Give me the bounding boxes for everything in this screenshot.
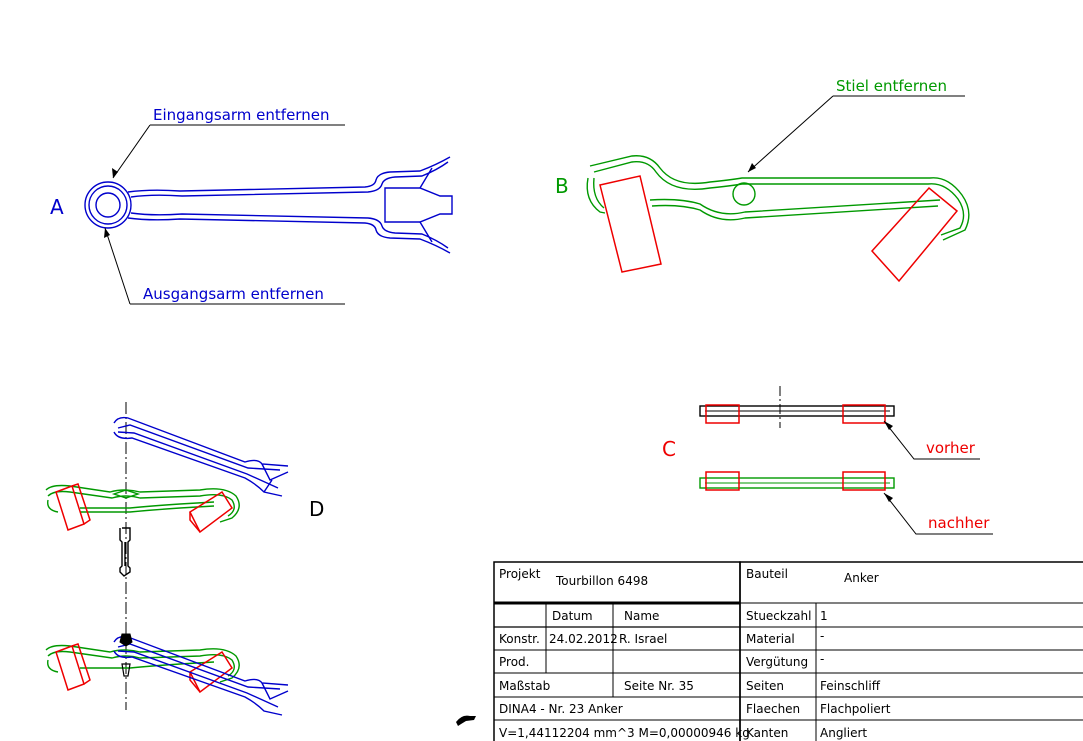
- tb-seiten-value: Feinschliff: [820, 679, 881, 693]
- view-b-letter: B: [555, 174, 569, 198]
- view-b: B Stiel entfernen: [555, 77, 970, 283]
- tb-material-label: Material: [746, 632, 795, 646]
- tb-massstab-label: Maßstab: [499, 679, 550, 693]
- iso-anchor-top: [113, 416, 289, 497]
- tb-konstr-date: 24.02.2012: [549, 632, 618, 646]
- tb-kanten-value: Angliert: [820, 726, 867, 740]
- label-nachher: nachher: [928, 514, 990, 532]
- title-block-text: Projekt Tourbillon 6498 Bauteil Anker Da…: [499, 567, 891, 740]
- side-view-after: [699, 471, 895, 491]
- tb-flaechen-label: Flaechen: [746, 702, 800, 716]
- tb-seiten-label: Seiten: [746, 679, 784, 693]
- view-d: D: [45, 402, 324, 716]
- tb-name-header: Name: [624, 609, 659, 623]
- tb-stueckzahl-label: Stueckzahl: [746, 609, 811, 623]
- tb-bauteil-value: Anker: [844, 571, 879, 585]
- tb-bauteil-label: Bauteil: [746, 567, 788, 581]
- label-vorher: vorher: [926, 439, 976, 457]
- label-ausgangsarm: Ausgangsarm entfernen: [143, 285, 324, 303]
- title-block: [493, 561, 1083, 741]
- view-d-letter: D: [309, 497, 324, 521]
- anchor-top-view: [84, 156, 453, 254]
- side-view-before: [699, 404, 895, 424]
- tb-projekt-label: Projekt: [499, 567, 541, 581]
- tb-kanten-label: Kanten: [746, 726, 788, 740]
- tb-seite: Seite Nr. 35: [624, 679, 694, 693]
- tb-konstr-name: R. Israel: [619, 632, 667, 646]
- label-stiel: Stiel entfernen: [836, 77, 947, 95]
- view-c-letter: C: [662, 437, 676, 461]
- iso-staff: [119, 527, 131, 577]
- tb-verguetung-value: -: [820, 652, 824, 666]
- iso-anchor-middle: [45, 483, 240, 534]
- tb-volume: V=1,44112204 mm^3 M=0,00000946 kg: [499, 726, 750, 740]
- tb-dina: DINA4 - Nr. 23 Anker: [499, 702, 623, 716]
- hand-pointer-icon: [456, 715, 476, 726]
- view-c: C vorher nachher: [662, 386, 993, 535]
- label-eingangsarm: Eingangsarm entfernen: [153, 106, 329, 124]
- anchor-pallet-view: [586, 155, 970, 241]
- tb-projekt-value: Tourbillon 6498: [555, 574, 648, 588]
- view-a-letter: A: [50, 195, 64, 219]
- tb-datum-header: Datum: [552, 609, 593, 623]
- iso-assembled: [45, 633, 289, 716]
- tb-prod-label: Prod.: [499, 655, 529, 669]
- tb-konstr-label: Konstr.: [499, 632, 540, 646]
- pallets-red: [599, 175, 959, 283]
- tb-verguetung-label: Vergütung: [746, 655, 808, 669]
- tb-material-value: -: [820, 629, 824, 643]
- tb-stueckzahl-value: 1: [820, 609, 828, 623]
- tb-flaechen-value: Flachpoliert: [820, 702, 891, 716]
- view-a: A Eingangsarm entfernen Ausgangsarm entf…: [50, 106, 453, 305]
